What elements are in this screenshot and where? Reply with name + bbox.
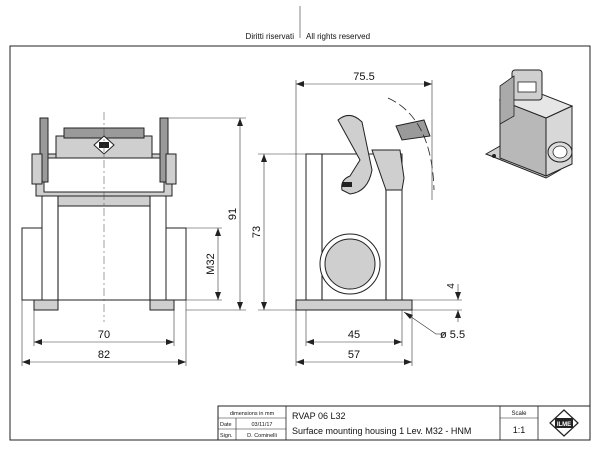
part-description: Surface mounting housing 1 Lev. M32 - HN… xyxy=(292,426,471,436)
side-view: 75.5 73 4 ø 5.5 45 57 xyxy=(251,71,465,366)
left-flange xyxy=(33,299,59,311)
front-view: 91 M32 70 82 xyxy=(21,112,246,366)
dim-side-inner: 45 xyxy=(348,329,360,341)
side-gland-inner xyxy=(324,238,376,290)
side-base-plate xyxy=(295,299,413,311)
sign-value: D. Cominelli xyxy=(247,433,277,439)
title-block: dimensions in mm Date 03/11/17 Sign. D. … xyxy=(217,405,591,441)
units-label: dimensions in mm xyxy=(230,411,275,417)
dim-side-outer: 57 xyxy=(348,349,360,361)
dim-front-inner: 70 xyxy=(98,329,110,341)
right-flange xyxy=(149,299,175,311)
dim-hole: ø 5.5 xyxy=(440,329,465,341)
isometric-view xyxy=(484,69,574,179)
sign-label: Sign. xyxy=(220,433,233,439)
side-lever-handle xyxy=(395,119,431,141)
dim-plate: 4 xyxy=(446,283,457,289)
header-left: Diritti riservati xyxy=(246,32,295,41)
header-right: All rights reserved xyxy=(306,32,370,41)
right-lever xyxy=(159,117,169,183)
dim-front-height: 91 xyxy=(227,208,239,220)
side-lever xyxy=(337,115,373,195)
dim-front-outer: 82 xyxy=(98,349,110,361)
scale-label: Scale xyxy=(511,411,527,417)
dim-side-top: 75.5 xyxy=(353,71,374,83)
right-gland xyxy=(165,227,187,301)
part-code: RVAP 06 L32 xyxy=(292,411,346,421)
date-label: Date xyxy=(220,422,232,428)
left-lever xyxy=(39,117,49,183)
dim-side-height: 73 xyxy=(251,226,263,238)
logo-text: ILME xyxy=(557,422,571,428)
left-gland xyxy=(21,227,43,301)
lever-swing-arc xyxy=(387,97,435,191)
date-value: 03/11/17 xyxy=(251,422,272,428)
scale-value: 1:1 xyxy=(513,425,526,435)
dim-thread: M32 xyxy=(205,253,217,274)
